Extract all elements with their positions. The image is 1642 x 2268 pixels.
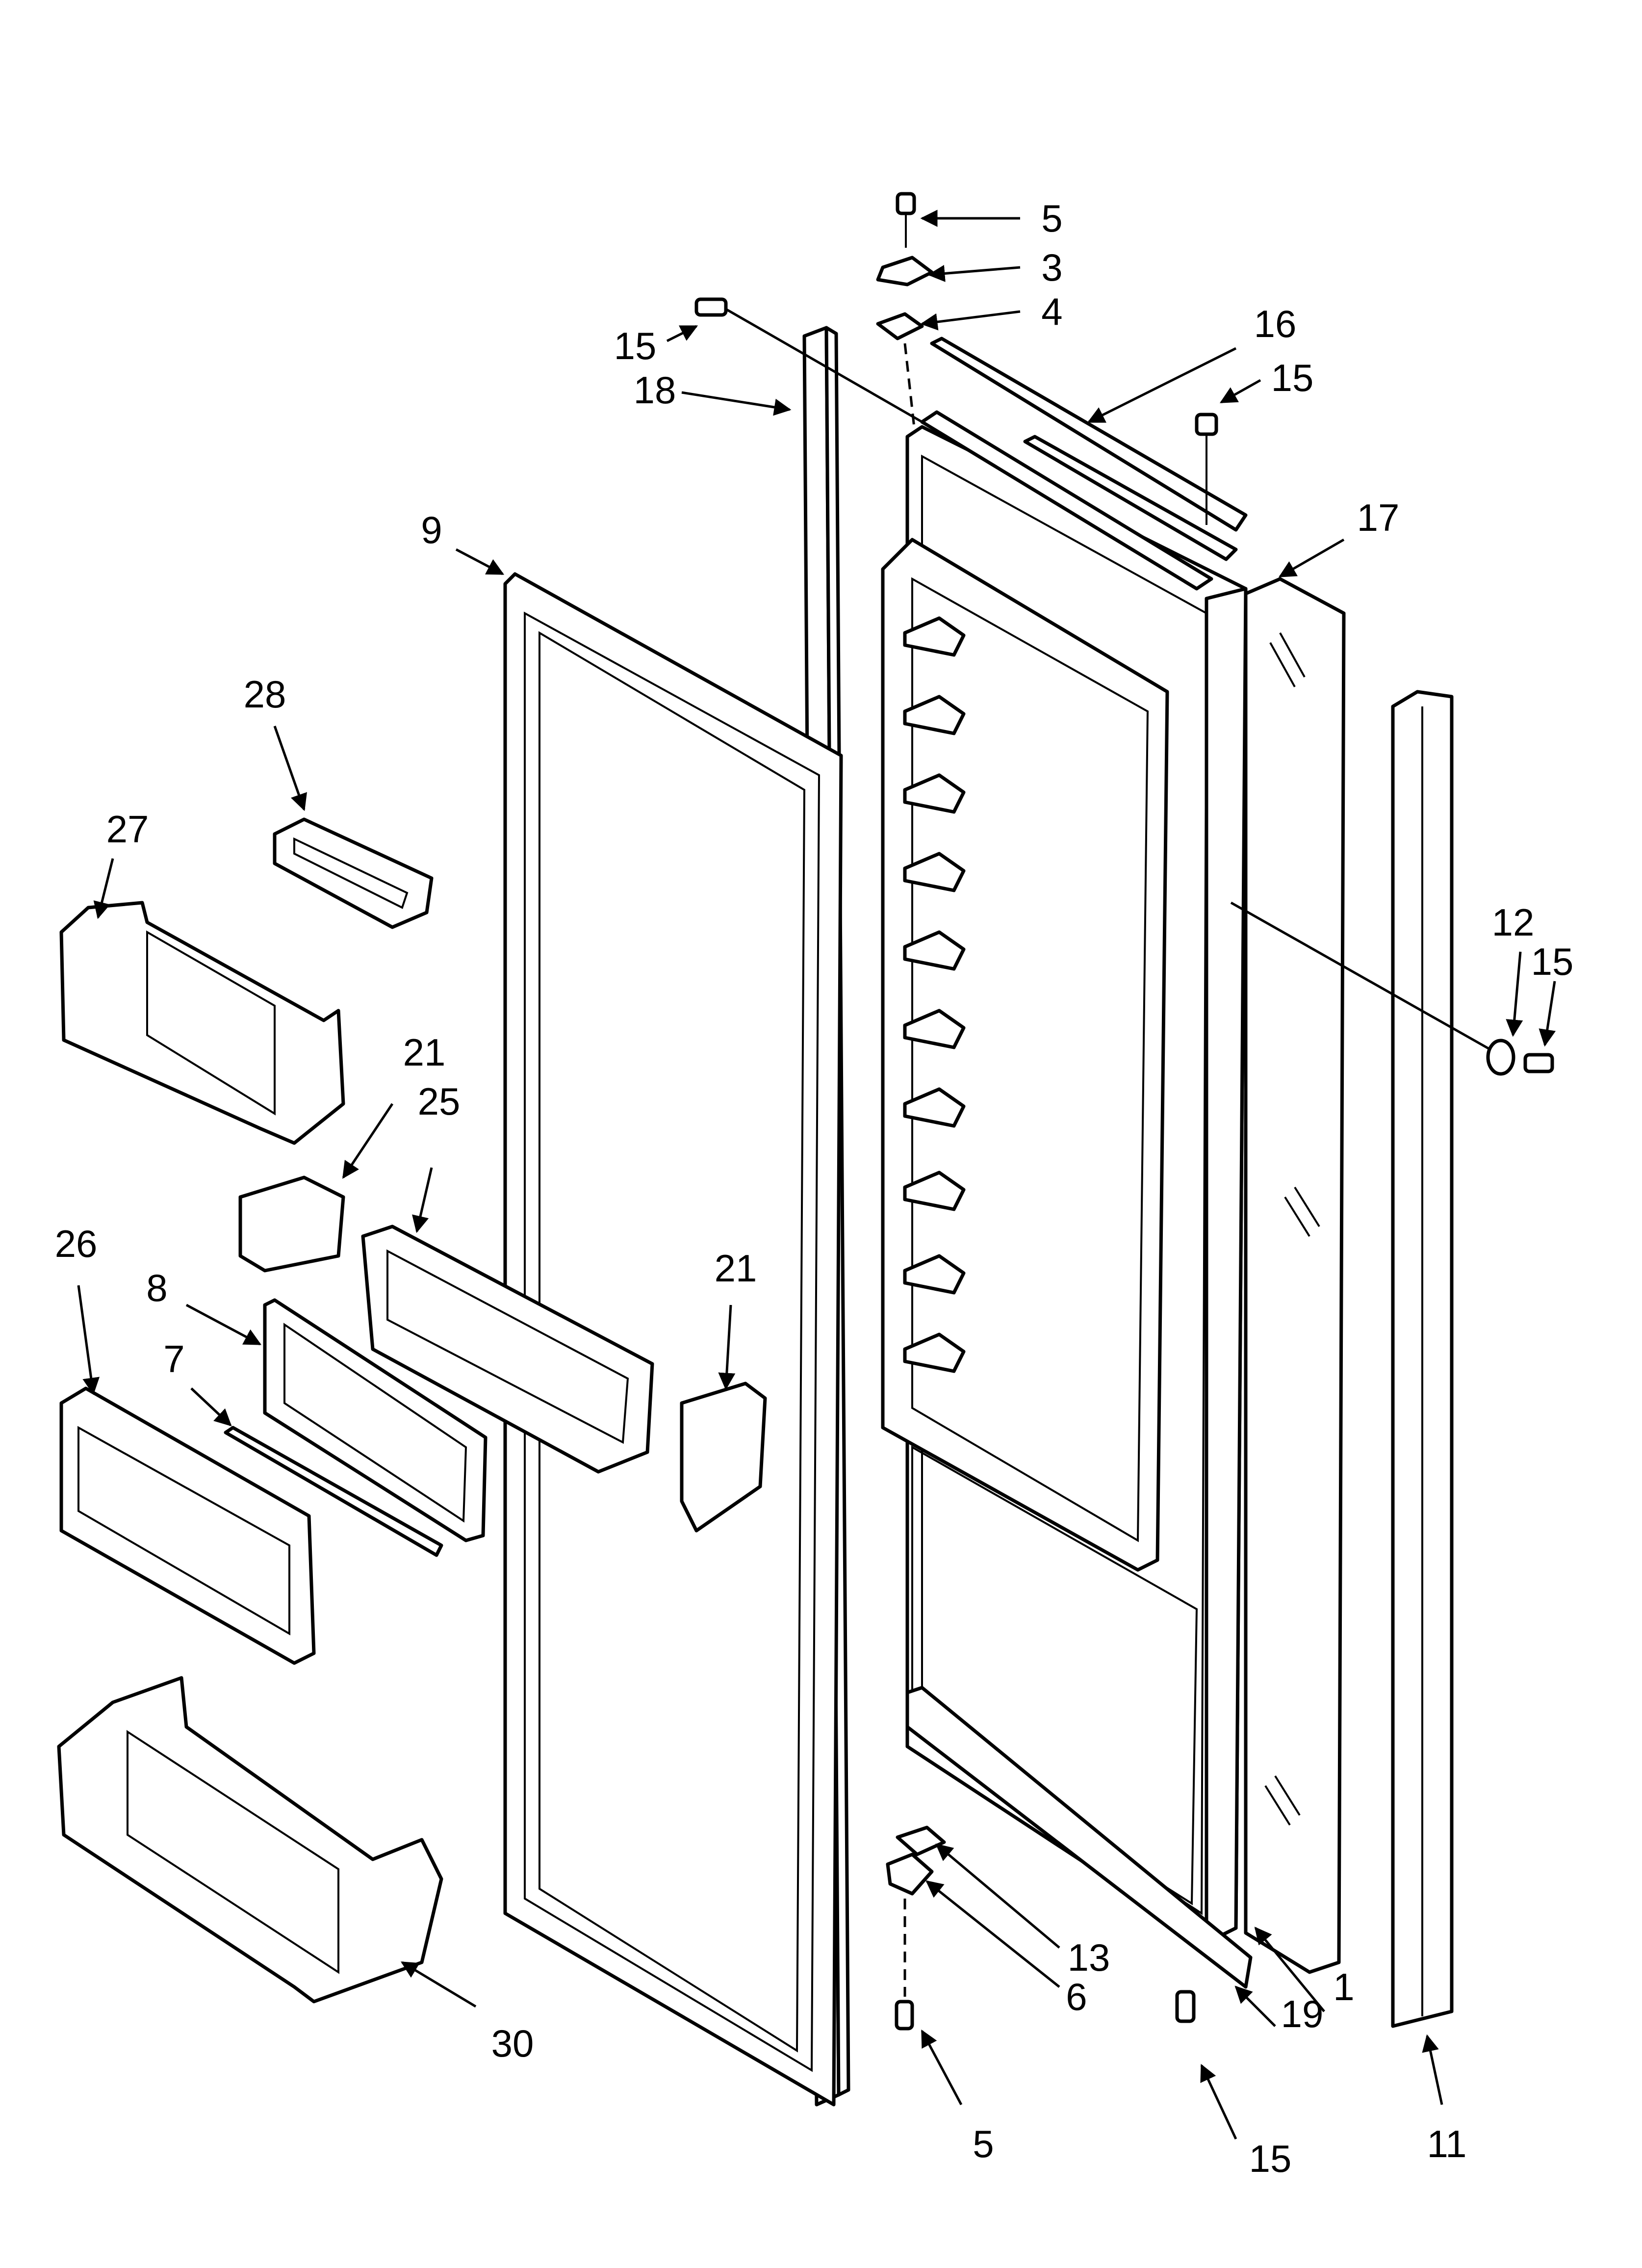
callout-13: 13 — [1068, 1936, 1110, 1979]
callout-25: 25 — [418, 1080, 461, 1123]
part-4-hinge-shim — [876, 312, 924, 340]
part-19-bottom-cap — [905, 1686, 1253, 1989]
callout-15: 15 — [1271, 356, 1314, 399]
part-1-door-assembly — [881, 425, 1248, 1945]
callout-15: 15 — [614, 324, 657, 367]
part-8-frame — [263, 1298, 487, 1542]
part-15-screw-bottom — [1175, 1990, 1196, 2023]
callout-30: 30 — [491, 2022, 534, 2065]
callout-11: 11 — [1427, 2122, 1467, 2165]
part-15-screw-top-left — [694, 297, 728, 317]
callout-16: 16 — [1254, 302, 1297, 345]
callout-21: 21 — [403, 1031, 446, 1074]
part-17-door-panel — [1244, 577, 1346, 1974]
callout-9: 9 — [421, 508, 442, 551]
callout-5: 5 — [1041, 197, 1062, 240]
part-30-door-bin-lower — [57, 1676, 443, 2004]
part-3-top-hinge — [876, 256, 934, 287]
part-27-door-bin-upper — [59, 901, 345, 1145]
callout-19: 19 — [1281, 1992, 1324, 2035]
callout-26: 26 — [55, 1222, 98, 1265]
callout-27: 27 — [106, 808, 149, 851]
callout-21: 21 — [715, 1247, 757, 1290]
part-21-bracket-upper — [238, 1175, 345, 1273]
callout-7: 7 — [163, 1337, 184, 1381]
part-16-top-cap — [920, 337, 1248, 591]
part-6-bottom-hinge — [886, 1852, 934, 1896]
callout-5: 5 — [973, 2122, 994, 2165]
part-7-strip — [224, 1426, 443, 1557]
callout-12: 12 — [1492, 901, 1535, 944]
callout-6: 6 — [1066, 1975, 1087, 2018]
callout-15: 15 — [1531, 940, 1574, 983]
callout-1: 1 — [1333, 1965, 1354, 2008]
part-5-bottom-screw — [895, 2000, 914, 2031]
part-25-crisper-housing — [361, 1225, 654, 1474]
callout-4: 4 — [1041, 290, 1062, 333]
part-12-washer — [1486, 1039, 1515, 1076]
part-13-bottom-hinge-shim — [896, 1825, 946, 1856]
part-28-small-tray — [273, 817, 434, 929]
part-15-screw-side — [1523, 1053, 1554, 1073]
part-9-door-gasket — [503, 572, 843, 2107]
callout-18: 18 — [634, 368, 676, 412]
callout-3: 3 — [1041, 246, 1062, 289]
part-21-bracket-lower — [680, 1382, 767, 1533]
part-26-front-cover — [59, 1386, 316, 1665]
part-15-screw-top-right — [1195, 413, 1218, 525]
callout-8: 8 — [146, 1266, 167, 1309]
liner-shelf-supports — [903, 616, 966, 1373]
callout-17: 17 — [1357, 496, 1400, 539]
callout-numbers: 5 3 4 16 15 18 15 9 17 28 27 12 15 21 25… — [55, 197, 1574, 2180]
callout-15: 15 — [1249, 2137, 1292, 2180]
part-11-side-trim — [1391, 690, 1454, 2028]
part-5-top-screw — [896, 192, 916, 248]
callout-28: 28 — [244, 673, 286, 716]
leader-lines — [77, 209, 1556, 2140]
